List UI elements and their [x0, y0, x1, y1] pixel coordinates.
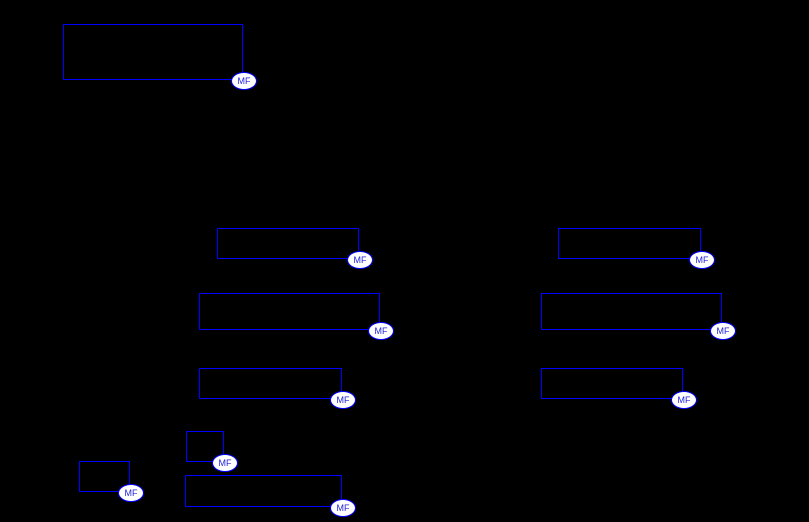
mf-badge-label: MF: [353, 254, 367, 265]
diagram-node[interactable]: MF: [185, 475, 356, 517]
mf-ellipse-badge[interactable]: MF: [231, 72, 257, 90]
mf-badge-label: MF: [124, 487, 138, 498]
mf-ellipse-badge[interactable]: MF: [212, 454, 238, 472]
diagram-node[interactable]: MF: [541, 293, 736, 340]
diagram-node[interactable]: MF: [199, 293, 394, 340]
diagram-node[interactable]: MF: [79, 461, 144, 502]
mf-ellipse-badge[interactable]: MF: [347, 251, 373, 269]
mf-badge-label: MF: [374, 325, 388, 336]
mf-badge-label: MF: [695, 254, 709, 265]
mf-ellipse-badge[interactable]: MF: [671, 391, 697, 409]
mf-ellipse-badge[interactable]: MF: [330, 499, 356, 517]
diagram-node[interactable]: MF: [558, 228, 715, 269]
diagram-node[interactable]: MF: [541, 368, 697, 409]
mf-badge-label: MF: [716, 325, 730, 336]
mf-ellipse-badge[interactable]: MF: [710, 322, 736, 340]
mf-ellipse-badge[interactable]: MF: [689, 251, 715, 269]
diagram-node[interactable]: MF: [186, 431, 238, 472]
diagram-node[interactable]: MF: [199, 368, 356, 409]
diagram-node[interactable]: MF: [217, 228, 373, 269]
mf-ellipse-badge[interactable]: MF: [368, 322, 394, 340]
mf-badge-label: MF: [237, 75, 251, 86]
mf-badge-label: MF: [336, 502, 350, 513]
mf-badge-label: MF: [677, 394, 691, 405]
mf-badge-label: MF: [218, 457, 232, 468]
mf-badge-label: MF: [336, 394, 350, 405]
diagram-node[interactable]: MF: [63, 24, 257, 90]
mf-ellipse-badge[interactable]: MF: [330, 391, 356, 409]
mf-ellipse-badge[interactable]: MF: [118, 484, 144, 502]
